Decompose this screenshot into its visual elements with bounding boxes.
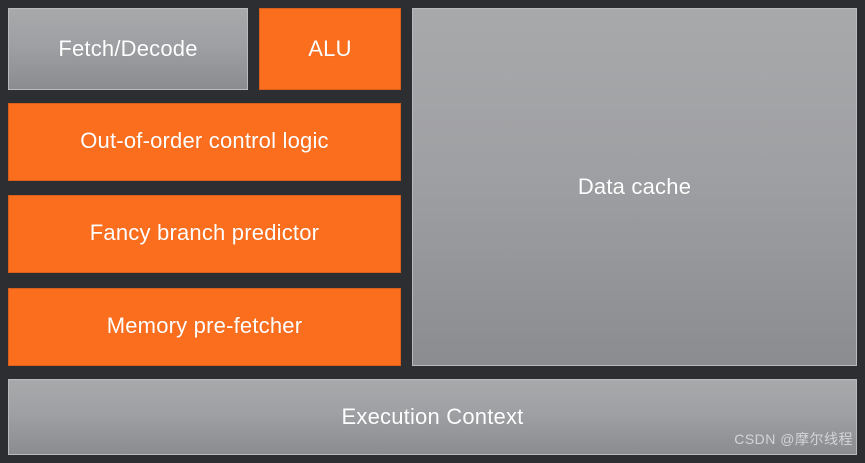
block-alu-label: ALU: [308, 35, 352, 61]
block-fetch-decode: Fetch/Decode: [8, 8, 248, 90]
block-alu: ALU: [259, 8, 401, 90]
block-memory-pre-fetcher-label: Memory pre-fetcher: [106, 312, 303, 338]
block-fancy-branch-predictor: Fancy branch predictor: [8, 195, 401, 273]
block-memory-pre-fetcher: Memory pre-fetcher: [8, 288, 401, 366]
block-execution-context-label: Execution Context: [341, 403, 524, 429]
block-data-cache: Data cache: [412, 8, 857, 366]
block-execution-context: Execution Context: [8, 379, 857, 455]
block-out-of-order-control-logic: Out-of-order control logic: [8, 103, 401, 181]
block-fancy-branch-predictor-label: Fancy branch predictor: [89, 219, 320, 245]
block-data-cache-label: Data cache: [577, 173, 692, 199]
block-out-of-order-control-logic-label: Out-of-order control logic: [80, 127, 329, 153]
block-fetch-decode-label: Fetch/Decode: [58, 35, 198, 61]
